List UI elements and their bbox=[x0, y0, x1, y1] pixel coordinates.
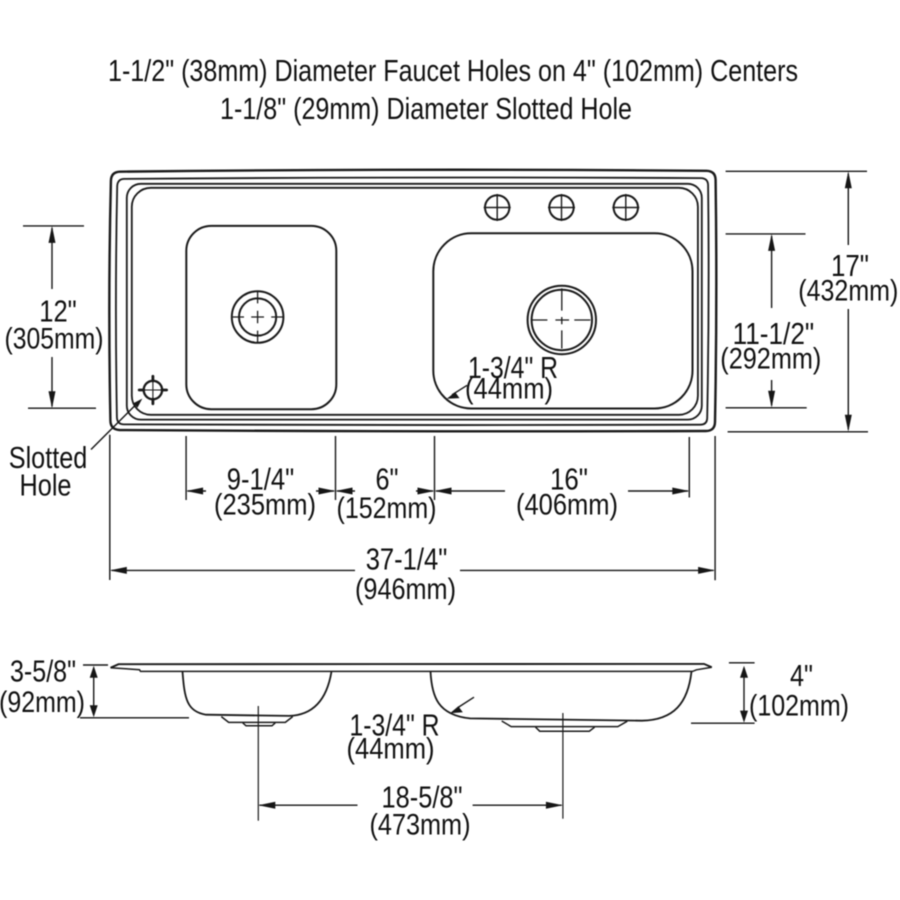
svg-text:3-5/8": 3-5/8" bbox=[10, 654, 76, 689]
svg-text:9-1/4": 9-1/4" bbox=[227, 462, 295, 497]
svg-text:(44mm): (44mm) bbox=[347, 733, 435, 766]
svg-text:(235mm): (235mm) bbox=[214, 489, 316, 522]
svg-text:(44mm): (44mm) bbox=[465, 373, 553, 406]
svg-text:12": 12" bbox=[39, 294, 77, 329]
svg-text:11-1/2": 11-1/2" bbox=[733, 316, 815, 351]
svg-text:6": 6" bbox=[376, 462, 399, 497]
svg-text:Slotted: Slotted bbox=[9, 440, 88, 475]
svg-text:(152mm): (152mm) bbox=[337, 492, 437, 525]
svg-text:1-1/2" (38mm) Diameter Faucet: 1-1/2" (38mm) Diameter Faucet Holes on 4… bbox=[108, 53, 798, 88]
svg-text:16": 16" bbox=[550, 462, 588, 497]
svg-text:37-1/4": 37-1/4" bbox=[366, 542, 448, 577]
svg-text:1-1/8" (29mm) Diameter Slotted: 1-1/8" (29mm) Diameter Slotted Hole bbox=[220, 91, 632, 126]
svg-text:4": 4" bbox=[790, 658, 813, 693]
svg-text:(473mm): (473mm) bbox=[370, 809, 471, 842]
svg-text:(92mm): (92mm) bbox=[0, 686, 85, 719]
svg-text:(946mm): (946mm) bbox=[355, 573, 456, 606]
svg-text:(102mm): (102mm) bbox=[749, 690, 849, 723]
svg-text:(432mm): (432mm) bbox=[798, 275, 898, 308]
svg-text:1-3/4" R: 1-3/4" R bbox=[350, 708, 440, 743]
svg-text:17": 17" bbox=[831, 248, 869, 283]
svg-text:(406mm): (406mm) bbox=[516, 489, 618, 522]
svg-text:1-3/4" R: 1-3/4" R bbox=[468, 350, 558, 385]
svg-text:(305mm): (305mm) bbox=[5, 323, 104, 356]
svg-text:(292mm): (292mm) bbox=[720, 343, 821, 376]
svg-text:Hole: Hole bbox=[20, 468, 72, 503]
svg-text:18-5/8": 18-5/8" bbox=[382, 780, 463, 815]
